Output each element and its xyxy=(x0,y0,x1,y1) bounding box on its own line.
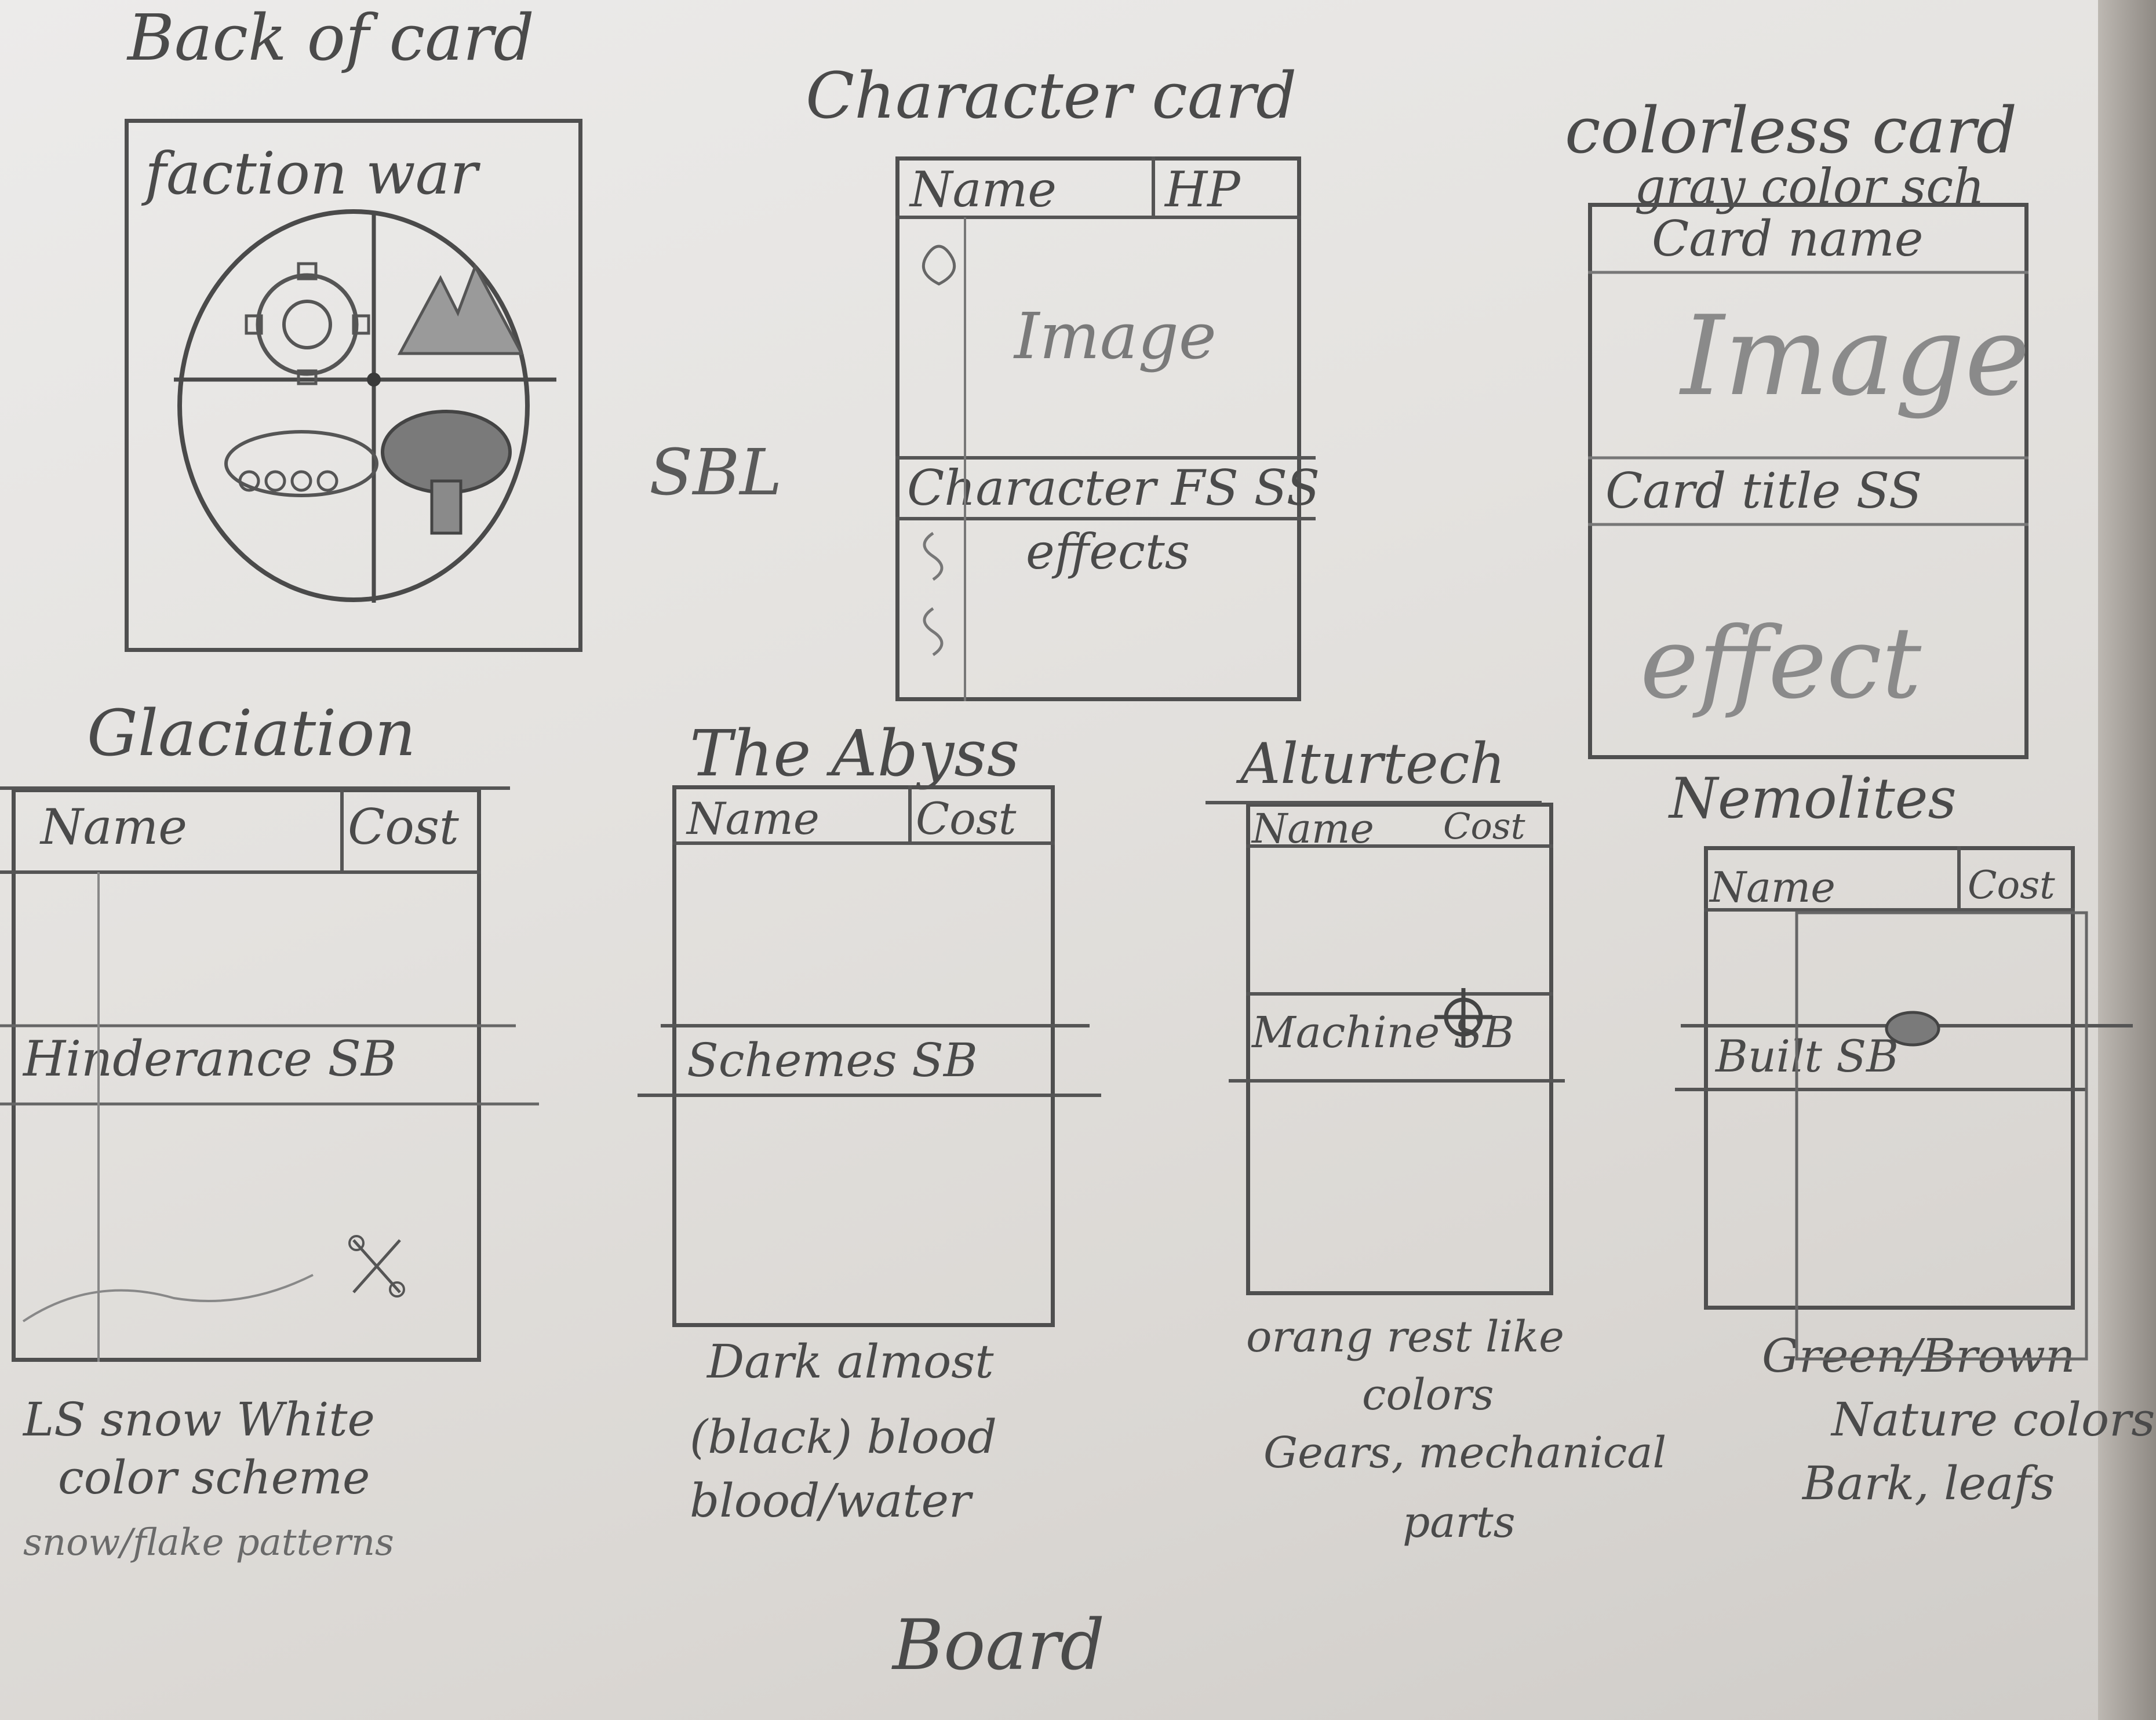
glaciation-title: Glaciation xyxy=(87,696,416,770)
alturtech-note-4: parts xyxy=(1403,1497,1516,1547)
sheet-edge xyxy=(2098,0,2156,1720)
colorless-card-frame xyxy=(1588,203,2028,759)
alturtech-card-frame xyxy=(1246,803,1553,1295)
character-type-line: Character FS SS xyxy=(907,460,1320,516)
nemolites-note-3: Bark, leafs xyxy=(1802,1456,2055,1510)
abyss-note-1: Dark almost xyxy=(707,1335,994,1389)
character-image-label: Image xyxy=(1014,299,1217,373)
glaciation-note-3: snow/flake patterns xyxy=(23,1521,394,1564)
glaciation-card-frame xyxy=(12,788,481,1362)
nemolites-title: Nemolites xyxy=(1669,766,1957,831)
character-side-marker: SBL xyxy=(649,435,782,509)
character-effects-label: effects xyxy=(1026,523,1190,580)
character-hp-label: HP xyxy=(1165,161,1240,218)
nemolites-name-label: Name xyxy=(1710,863,1835,912)
alturtech-title: Alturtech xyxy=(1240,731,1506,796)
back-of-card-banner: faction war xyxy=(145,140,478,207)
colorless-effect-label: effect xyxy=(1640,606,1922,721)
glaciation-name-label: Name xyxy=(41,799,187,855)
abyss-card-frame xyxy=(672,785,1055,1327)
abyss-note-3: blood/water xyxy=(690,1474,971,1528)
board-label: Board xyxy=(893,1605,1105,1686)
back-of-card-title: Back of card xyxy=(128,1,534,75)
alturtech-name-label: Name xyxy=(1252,805,1374,852)
abyss-note-2: (black) blood xyxy=(690,1410,997,1464)
glaciation-type-line: Hinderance SB xyxy=(23,1030,397,1087)
abyss-title: The Abyss xyxy=(690,716,1020,790)
glaciation-cost-label: Cost xyxy=(348,799,459,855)
alturtech-note-1: orang rest like xyxy=(1246,1312,1564,1362)
colorless-name-label: Card name xyxy=(1652,210,1924,267)
nemolites-note-2: Nature colors xyxy=(1831,1393,2155,1446)
nemolites-cost-label: Cost xyxy=(1968,863,2055,908)
character-card-title: Character card xyxy=(806,59,1297,133)
abyss-cost-label: Cost xyxy=(916,793,1017,844)
alturtech-type-line: Machine SB xyxy=(1252,1008,1514,1058)
alturtech-note-2: colors xyxy=(1362,1370,1494,1420)
character-name-label: Name xyxy=(910,161,1057,218)
character-card-frame xyxy=(895,156,1301,701)
glaciation-note-2: color scheme xyxy=(58,1451,370,1504)
colorless-card-title: colorless card xyxy=(1565,93,2017,167)
alturtech-note-3: Gears, mechanical xyxy=(1263,1428,1667,1478)
glaciation-note-1: LS snow White xyxy=(23,1393,375,1446)
abyss-type-line: Schemes SB xyxy=(687,1033,978,1087)
alturtech-cost-label: Cost xyxy=(1443,805,1525,847)
colorless-type-line: Card title SS xyxy=(1605,462,1922,519)
nemolites-note-1: Green/Brown xyxy=(1762,1329,2075,1383)
back-of-card-frame xyxy=(125,119,582,652)
abyss-name-label: Name xyxy=(687,793,820,844)
nemolites-type-line: Built SB xyxy=(1716,1030,1899,1082)
colorless-image-label: Image xyxy=(1681,292,2030,420)
